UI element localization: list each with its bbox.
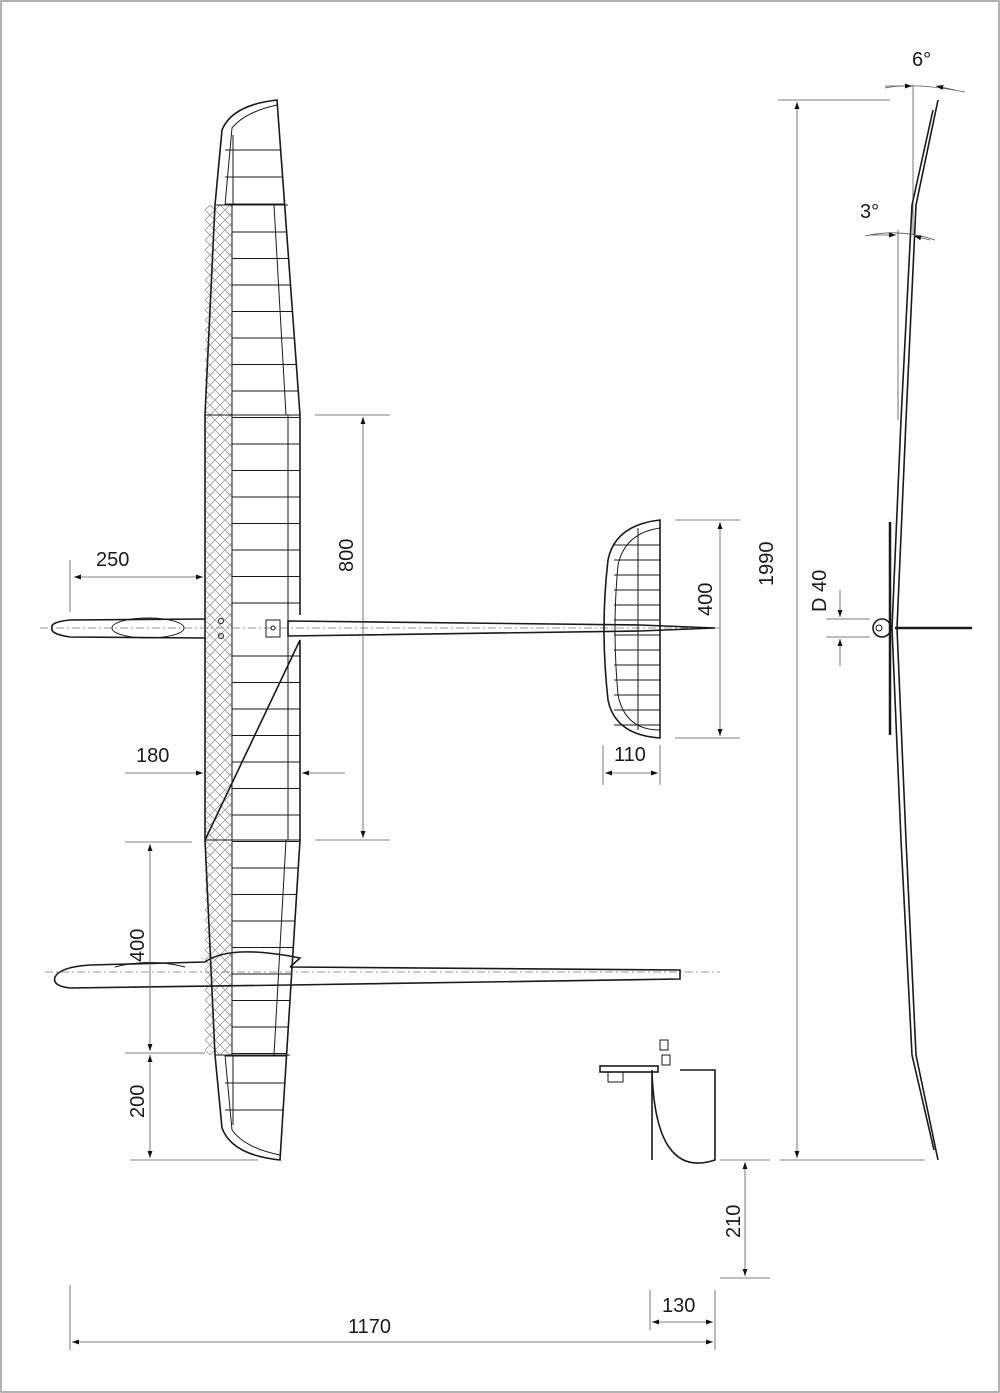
- label-span: 1990: [756, 542, 778, 587]
- label-outer-panel: 400: [127, 929, 149, 962]
- leading-edge-sheeting: [205, 205, 232, 1055]
- label-center-panel: 800: [336, 539, 358, 572]
- fuselage-top-view: [40, 617, 720, 639]
- side-view: [45, 951, 720, 1164]
- stabilizer-top-view: [603, 519, 661, 739]
- label-fin-height: 210: [723, 1205, 745, 1238]
- front-view: [872, 85, 972, 1161]
- label-stab-span: 400: [695, 583, 717, 616]
- label-tip-panel: 200: [127, 1085, 149, 1118]
- label-fuselage-diameter: D 40: [809, 570, 831, 612]
- label-fuselage-length: 1170: [348, 1316, 391, 1338]
- label-root-chord: 180: [136, 745, 169, 767]
- label-tip-dihedral: 6°: [912, 49, 931, 71]
- label-root-offset: 250: [96, 549, 129, 571]
- label-panel-dihedral: 3°: [860, 201, 879, 223]
- label-fin-chord: 130: [662, 1295, 695, 1317]
- label-stab-chord: 110: [614, 744, 646, 766]
- dimension-lines: [69, 83, 966, 1350]
- wing-top-view: [204, 99, 301, 1161]
